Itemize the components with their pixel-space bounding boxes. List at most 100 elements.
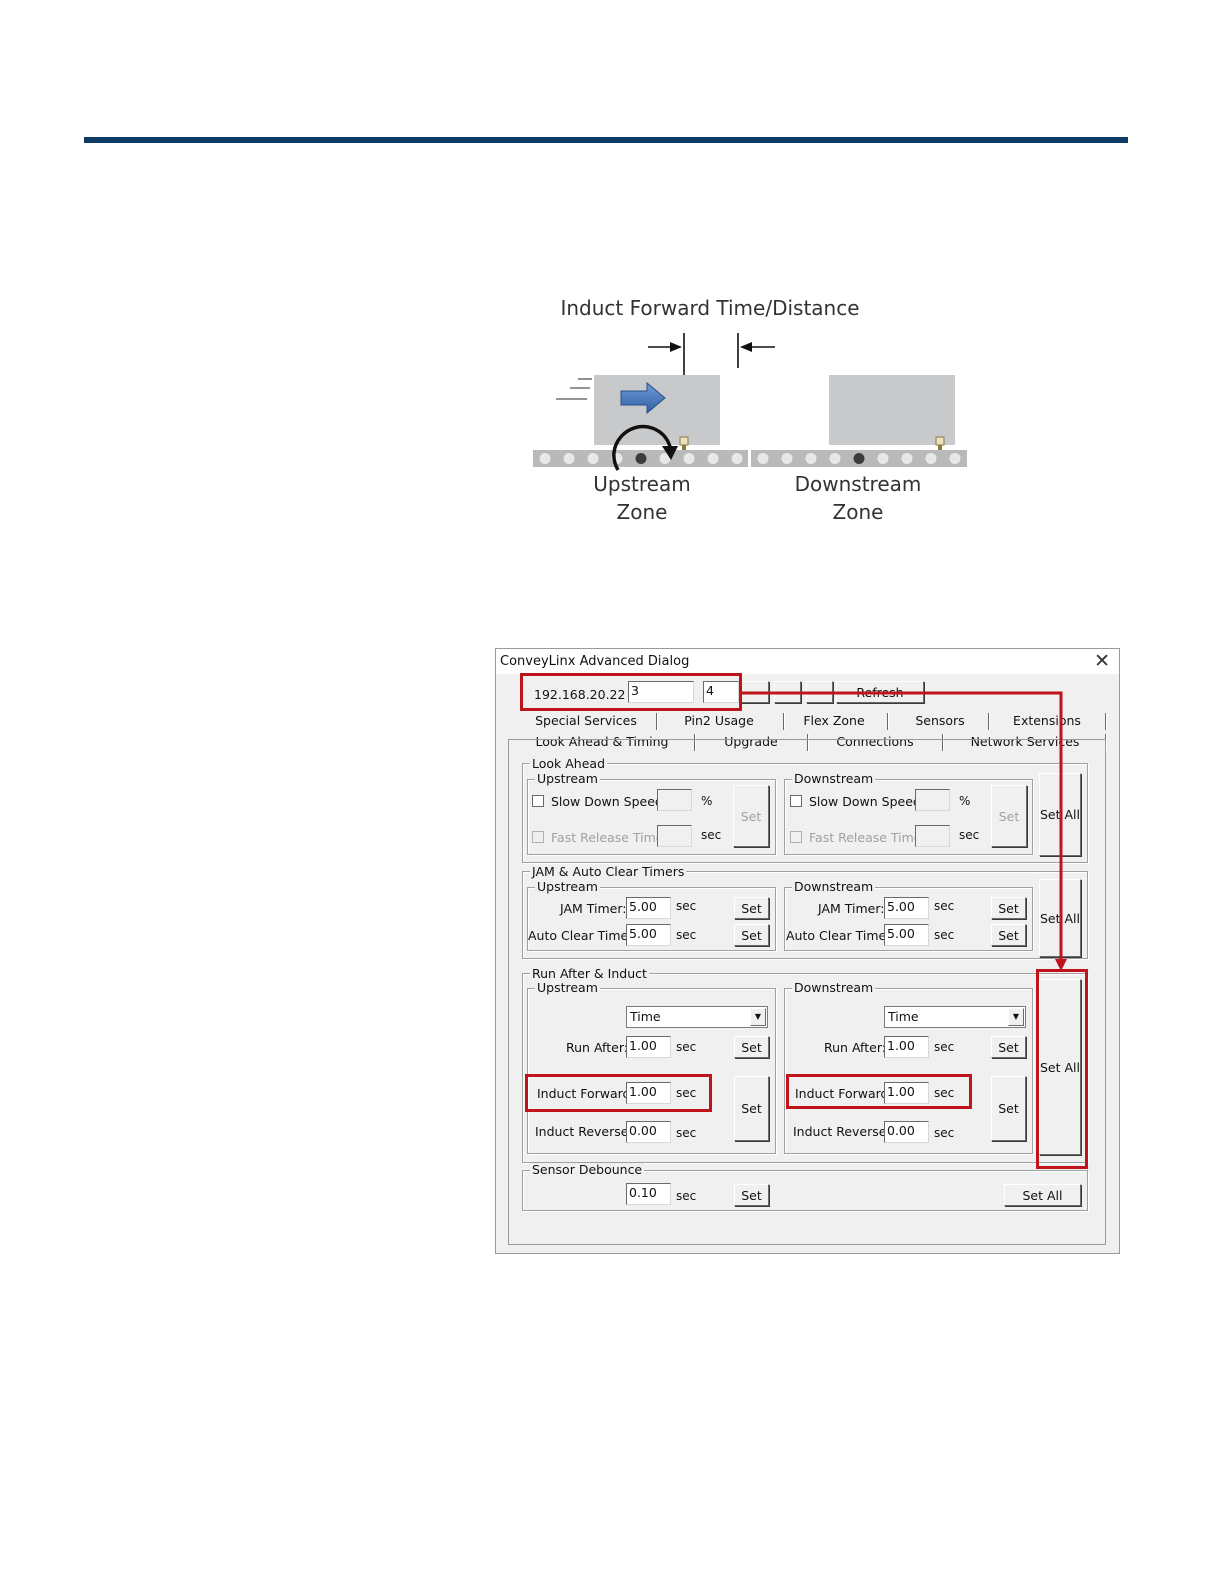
jam-upstream-label: Upstream bbox=[535, 879, 600, 894]
up-induct-set-button[interactable]: Set bbox=[734, 1076, 769, 1141]
look-ahead-group bbox=[522, 763, 1088, 863]
down-run-after-set-button[interactable]: Set bbox=[991, 1036, 1026, 1058]
sec-unit: sec bbox=[676, 1086, 697, 1100]
tab-special-services[interactable]: Special Services bbox=[535, 713, 637, 728]
tab-separator bbox=[783, 713, 784, 730]
motion-lines bbox=[556, 378, 592, 400]
jam-group bbox=[522, 871, 1088, 959]
jam-upstream-group bbox=[527, 887, 776, 951]
down-induct-set-button[interactable]: Set bbox=[991, 1076, 1026, 1141]
fast-release-time-input-downstream[interactable] bbox=[915, 825, 950, 847]
sec-unit: sec bbox=[676, 1040, 697, 1054]
tab-pin2-usage[interactable]: Pin2 Usage bbox=[684, 713, 754, 728]
jam-label: JAM & Auto Clear Timers bbox=[530, 864, 687, 879]
tab-separator bbox=[1105, 713, 1106, 730]
tab-panel bbox=[508, 739, 1106, 1245]
conveylinx-advanced-dialog: ConveyLinx Advanced Dialog ✕ 192.168.20.… bbox=[495, 648, 1120, 1254]
up-induct-forward-input[interactable]: 1.00 bbox=[626, 1082, 671, 1104]
up-jam-set-button[interactable]: Set bbox=[734, 897, 769, 919]
down-induct-reverse-input[interactable]: 0.00 bbox=[884, 1121, 929, 1143]
tab-separator bbox=[656, 713, 657, 730]
percent-unit: % bbox=[701, 794, 713, 808]
sensor-debounce-label: Sensor Debounce bbox=[530, 1162, 645, 1177]
upstream-zone-label-2: Zone bbox=[617, 500, 668, 524]
upstream-conveyor bbox=[533, 450, 748, 467]
highlight-connector-arrow bbox=[742, 691, 1067, 971]
sec-unit: sec bbox=[959, 828, 980, 842]
highlight-run-after-set-all bbox=[1036, 969, 1088, 1169]
address-field-a[interactable]: 3 bbox=[628, 681, 694, 703]
fast-release-time-checkbox-downstream[interactable] bbox=[790, 831, 802, 843]
sec-unit: sec bbox=[934, 1040, 955, 1054]
sensor-debounce-group bbox=[522, 1170, 1088, 1211]
run-after-upstream-label: Upstream bbox=[535, 980, 600, 995]
down-induct-forward-input[interactable]: 1.00 bbox=[884, 1082, 929, 1104]
diagram-title: Induct Forward Time/Distance bbox=[560, 296, 859, 320]
direction-arrow-icon bbox=[620, 381, 666, 415]
down-jam-timer-input[interactable]: 5.00 bbox=[884, 897, 929, 919]
tab-separator bbox=[807, 734, 808, 751]
tab-sensors[interactable]: Sensors bbox=[915, 713, 965, 728]
tab-upgrade[interactable]: Upgrade bbox=[724, 734, 778, 749]
downstream-carton bbox=[829, 375, 955, 445]
run-after-label: Run After & Induct bbox=[530, 966, 649, 981]
dialog-title: ConveyLinx Advanced Dialog bbox=[500, 654, 690, 669]
run-after-label-text: Run After: bbox=[566, 1040, 628, 1055]
up-run-after-set-button[interactable]: Set bbox=[734, 1036, 769, 1058]
sec-unit: sec bbox=[934, 1126, 955, 1140]
tab-look-ahead-timing[interactable]: Look Ahead & Timing bbox=[535, 734, 669, 749]
address-field-b[interactable]: 4 bbox=[703, 681, 739, 703]
up-mode-value: Time bbox=[630, 1009, 661, 1024]
sensor-debounce-set-all-button[interactable]: Set All bbox=[1004, 1184, 1081, 1206]
slow-down-speed-checkbox-downstream[interactable] bbox=[790, 795, 802, 807]
downstream-conveyor bbox=[751, 450, 967, 467]
run-after-downstream-label: Downstream bbox=[792, 980, 876, 995]
look-ahead-upstream-label: Upstream bbox=[535, 771, 600, 786]
tab-extensions[interactable]: Extensions bbox=[1013, 713, 1081, 728]
sec-unit: sec bbox=[676, 928, 697, 942]
tab-connections[interactable]: Connections bbox=[836, 734, 914, 749]
header-rule bbox=[84, 137, 1128, 143]
tab-separator bbox=[942, 734, 943, 751]
down-auto-clear-set-button[interactable]: Set bbox=[991, 924, 1026, 946]
chevron-down-icon[interactable]: ▼ bbox=[1008, 1008, 1024, 1026]
sensor-debounce-input[interactable]: 0.10 bbox=[626, 1183, 671, 1205]
title-bar: ConveyLinx Advanced Dialog ✕ bbox=[496, 649, 1119, 674]
up-induct-reverse-input[interactable]: 0.00 bbox=[626, 1121, 671, 1143]
tab-flex-zone[interactable]: Flex Zone bbox=[803, 713, 865, 728]
down-run-after-input[interactable]: 1.00 bbox=[884, 1036, 929, 1058]
auto-clear-timer-label-downstream: Auto Clear Timer: bbox=[786, 928, 896, 943]
look-ahead-downstream-set-button[interactable]: Set bbox=[991, 785, 1027, 847]
up-run-after-input[interactable]: 1.00 bbox=[626, 1036, 671, 1058]
close-icon[interactable]: ✕ bbox=[1094, 650, 1110, 672]
up-auto-clear-input[interactable]: 5.00 bbox=[626, 924, 671, 946]
induct-forward-diagram: Induct Forward Time/Distance bbox=[533, 296, 967, 524]
up-run-after-mode-select[interactable]: Time ▼ bbox=[626, 1006, 768, 1028]
upstream-carton bbox=[594, 375, 720, 445]
run-after-upstream-group bbox=[527, 988, 776, 1154]
slow-down-speed-input-downstream[interactable] bbox=[915, 789, 950, 811]
run-after-set-all-button[interactable]: Set All bbox=[1039, 979, 1081, 1155]
down-auto-clear-input[interactable]: 5.00 bbox=[884, 924, 929, 946]
highlight-address-fields bbox=[520, 673, 742, 711]
look-ahead-upstream-set-button[interactable]: Set bbox=[733, 785, 769, 847]
slow-down-speed-input[interactable] bbox=[657, 789, 692, 811]
sec-unit: sec bbox=[676, 1189, 697, 1203]
tab-network-services[interactable]: Network Services bbox=[970, 734, 1080, 749]
sensor-debounce-set-button[interactable]: Set bbox=[734, 1184, 769, 1206]
chevron-down-icon[interactable]: ▼ bbox=[750, 1008, 766, 1026]
up-auto-clear-set-button[interactable]: Set bbox=[734, 924, 769, 946]
slow-down-speed-checkbox[interactable] bbox=[532, 795, 544, 807]
look-ahead-downstream-group bbox=[784, 779, 1033, 855]
slow-down-speed-label-downstream: Slow Down Speed bbox=[809, 794, 921, 809]
down-run-after-mode-select[interactable]: Time ▼ bbox=[884, 1006, 1026, 1028]
sensor-icon bbox=[679, 436, 689, 450]
sec-unit: sec bbox=[934, 899, 955, 913]
fast-release-time-input[interactable] bbox=[657, 825, 692, 847]
up-jam-timer-input[interactable]: 5.00 bbox=[626, 897, 671, 919]
upstream-zone-label: Upstream bbox=[593, 472, 690, 496]
slow-down-speed-label: Slow Down Speed bbox=[551, 794, 663, 809]
fast-release-time-checkbox[interactable] bbox=[532, 831, 544, 843]
down-jam-set-button[interactable]: Set bbox=[991, 897, 1026, 919]
highlight-up-induct-forward bbox=[525, 1074, 712, 1112]
